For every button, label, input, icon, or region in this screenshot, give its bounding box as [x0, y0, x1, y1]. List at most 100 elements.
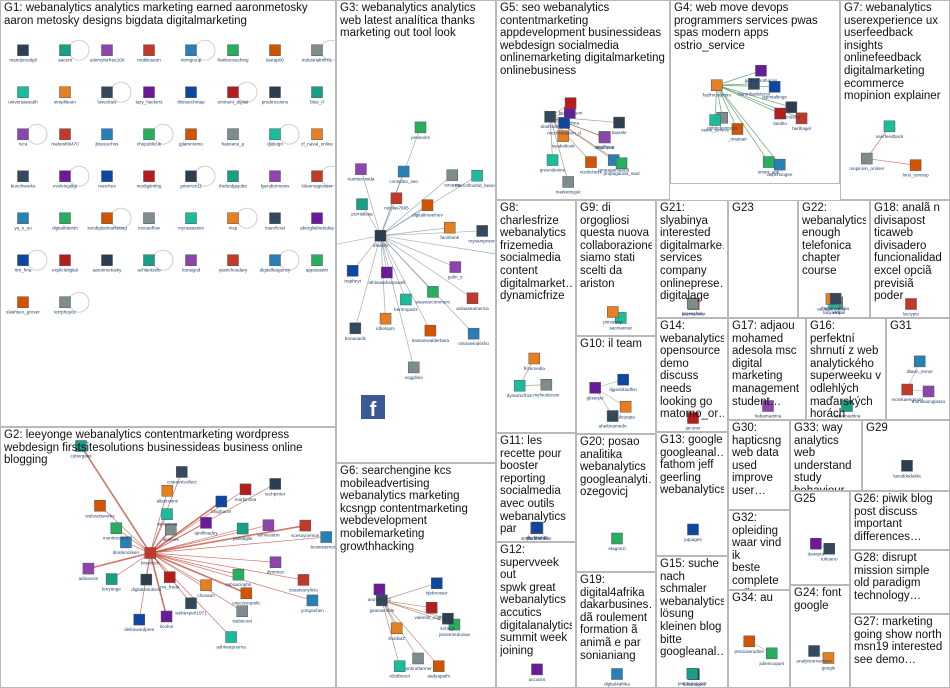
node-g3[interactable]: purristlesa [351, 198, 373, 217]
node-g10[interactable]: aheibnamedn [599, 410, 627, 429]
node-g2[interactable]: ibrahimolsen [113, 536, 139, 555]
node-g8[interactable]: myfoodscom [533, 379, 560, 397]
node-g4[interactable]: jspmtaltings [761, 81, 787, 99]
node-g3[interactable]: facebook [440, 221, 460, 240]
node-g2[interactable]: brsolicen [141, 547, 160, 566]
node-g1[interactable]: marchex [98, 170, 117, 189]
node-g3[interactable]: presioms [411, 121, 431, 140]
node-g1[interactable]: mirngroup [181, 44, 202, 63]
node-g1[interactable]: simplilearn [54, 86, 76, 105]
node-g21[interactable]: provechon [682, 297, 704, 316]
node-g3[interactable]: vogglinio [405, 361, 424, 380]
node-g3[interactable]: gulin_e [448, 261, 463, 280]
node-g3[interactable]: trapheyt [344, 265, 362, 283]
node-g1[interactable]: rtm_fma [15, 254, 32, 273]
node-g1[interactable]: thistoechmap [177, 86, 205, 105]
node-g4[interactable]: _mspiaer [727, 123, 747, 141]
node-g25[interactable]: tuhoano [821, 543, 838, 561]
node-g1[interactable]: jbsouschos [95, 128, 120, 147]
node-g1[interactable]: hasnane_p [222, 128, 245, 147]
node-g14[interactable]: jaconsr [685, 412, 701, 431]
node-g1[interactable]: prodmcunino [262, 86, 289, 105]
node-g1[interactable]: djideign [267, 128, 283, 147]
node-g34[interactable]: jessicaerudine [734, 635, 765, 654]
node-g1[interactable]: digitalfeagency [260, 254, 291, 273]
node-g4[interactable]: smart_app [758, 156, 780, 175]
node-g6[interactable]: arunsedar2 [368, 583, 392, 602]
node-g16[interactable]: habamadrina [834, 400, 861, 419]
node-g1[interactable]: zendigitalmarketing [87, 212, 127, 231]
node-g24[interactable]: google [822, 652, 836, 670]
node-g2[interactable]: leeyonge [102, 573, 121, 592]
node-g2[interactable]: techpinter [265, 478, 286, 496]
node-g2[interactable]: ms_freda [160, 571, 180, 590]
node-g5[interactable]: noobcheck [580, 156, 603, 175]
node-g3[interactable]: oooasm [444, 169, 461, 188]
node-g1[interactable]: lolanmagiesser [302, 170, 333, 189]
node-g1[interactable]: ya_s_uu [14, 212, 32, 231]
node-g2[interactable]: businessnoticia [310, 531, 336, 550]
node-g6[interactable]: ambrotfarmer [404, 652, 432, 671]
node-g2[interactable]: ssmaicom [157, 508, 178, 527]
node-g3[interactable]: anlaaseamerica [456, 292, 489, 311]
node-g9[interactable]: pinvawsp [603, 306, 623, 324]
node-g22[interactable]: habamadrina [822, 292, 849, 311]
node-g7[interactable]: userfeedback [876, 120, 904, 139]
node-g6[interactable]: joinarmeduzaw [438, 618, 471, 637]
node-g3[interactable]: athloasaharpowell [368, 266, 405, 285]
node-g1[interactable]: laurap00 [266, 44, 284, 63]
node-g25[interactable]: dawrpur [808, 538, 825, 556]
node-g3[interactable]: digitaltravelnev [412, 199, 443, 218]
node-g6[interactable]: rdsdbonot [389, 660, 411, 679]
node-g4[interactable]: hendslite [782, 101, 801, 120]
node-g1[interactable]: explicitdigital [52, 254, 78, 273]
node-g1[interactable]: digitalbitersh [52, 212, 78, 231]
node-g2[interactable]: webexpert1971 [175, 597, 207, 616]
node-g2[interactable]: scesoycerson [291, 519, 320, 538]
node-g29[interactable]: laxoddadalda [893, 460, 921, 478]
node-g1[interactable]: yasirchoudary [219, 254, 248, 273]
node-g2[interactable]: servicedon [257, 519, 280, 538]
node-g4[interactable]: gabnetbothamis [745, 64, 778, 83]
node-g10[interactable]: gbserpic [586, 382, 605, 400]
node-g6[interactable]: aadyapathi [427, 660, 450, 679]
node-g3[interactable]: numberonida [348, 163, 375, 182]
node-g1[interactable]: mynsepation [178, 212, 204, 231]
node-g1[interactable]: universaweath [8, 86, 38, 105]
node-g13[interactable]: jutpages [683, 523, 702, 542]
node-g4[interactable]: baronbadetscot [738, 78, 771, 96]
node-g1[interactable]: lazy_hackers [136, 86, 164, 105]
node-g1[interactable]: lcsraigod [182, 254, 201, 273]
node-g1[interactable]: thebridgejobe [219, 170, 247, 189]
node-g2[interactable]: yongoehen [301, 594, 324, 613]
node-g20[interactable]: etagonzi [608, 532, 626, 551]
node-g5[interactable]: isyabotlook [552, 130, 576, 149]
node-g1[interactable]: udemyforfree100 [90, 44, 125, 63]
node-g1[interactable]: marcficod [265, 212, 285, 231]
node-g2[interactable]: chovaon [197, 579, 215, 598]
node-g1[interactable]: achlantzelo [137, 254, 161, 273]
node-g2[interactable]: delitowordpres [124, 613, 155, 632]
node-g2[interactable]: ilcohoi [160, 610, 173, 629]
node-g3[interactable]: idbelopm [376, 312, 395, 331]
node-g1[interactable]: appseastin [306, 254, 329, 273]
node-g3[interactable]: weaveecommerc [416, 286, 451, 304]
node-g3[interactable]: dfeanlb [373, 229, 389, 248]
node-g10[interactable]: djgedobudhin [609, 373, 637, 392]
node-g1[interactable]: maheshl9470 [51, 128, 79, 147]
node-g1[interactable]: lovecities [98, 86, 118, 105]
node-g7[interactable]: hirsi_tomsop [903, 159, 929, 178]
node-g1[interactable]: evolvingdigi [53, 170, 77, 189]
node-g1[interactable]: industrialmfr01 [302, 44, 333, 63]
node-g11[interactable]: dy_lsamol [527, 521, 548, 540]
node-g1[interactable]: mouseflow [138, 212, 161, 231]
node-g2[interactable]: uvecoreopolic [232, 587, 261, 606]
node-g31[interactable]: monikaengmoo [891, 383, 923, 402]
node-g10[interactable]: lukcpapa [616, 401, 635, 419]
node-g4[interactable]: hedhagel [792, 112, 811, 131]
node-g2[interactable]: alleenwinz [157, 485, 179, 503]
node-g5[interactable]: greendevine [540, 154, 566, 173]
node-g5[interactable]: doofinder [541, 110, 561, 129]
node-g2[interactable]: zeastvanylicio [289, 574, 318, 592]
node-g5[interactable]: biopacotem [559, 97, 583, 116]
